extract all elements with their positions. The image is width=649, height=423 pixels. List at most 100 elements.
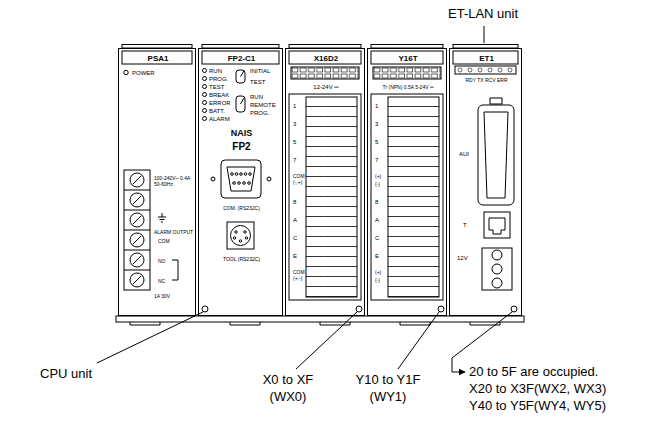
unit-dot	[356, 306, 362, 312]
pin	[233, 237, 235, 239]
unit-marking: 3	[375, 121, 378, 128]
unit-name: PSA1	[127, 54, 189, 64]
unit-marking: TOOL (RS232C)	[207, 256, 277, 262]
connector-clip	[490, 98, 502, 104]
cpu-unit: FP2-C1RUNPROG.TESTBREAKERRORBATT.ALARMIN…	[198, 48, 283, 316]
unit-marking: 8	[375, 199, 378, 206]
unit-marking: (+)	[375, 269, 381, 275]
power-led	[124, 70, 128, 74]
pin	[235, 231, 237, 233]
unit-marking: 100-240V~ 0.4A 50-60Hz	[154, 175, 195, 187]
unit-marking: RDY TX RCV ERR	[455, 77, 519, 83]
unit-marking: NC	[158, 278, 165, 284]
unit-marking: (+)	[375, 173, 381, 179]
mount-screw	[267, 177, 271, 181]
unit-marking: A	[293, 217, 297, 224]
unit-marking: Tr (NPN) 0.5A 5-24V ═	[370, 84, 446, 90]
unit-header	[122, 51, 192, 64]
input-unit: X16D212-24V ═1357COM (-,+)8ACECOM (+,-)	[285, 48, 365, 316]
terminal-frame	[371, 94, 443, 300]
mount-screw	[211, 177, 215, 181]
unit-name: X16D2	[295, 54, 357, 64]
unit-header	[202, 51, 279, 64]
unit-marking: C	[375, 235, 379, 242]
unit-marking: A	[375, 217, 379, 224]
leader-line	[484, 26, 485, 43]
pin	[244, 173, 247, 176]
unit-marking: NAIS	[212, 128, 272, 139]
leader-line	[97, 312, 203, 363]
aui-shell	[484, 112, 508, 198]
toggle-lever	[241, 98, 245, 104]
address-label: X0 to XF	[246, 372, 330, 388]
screw-slot	[133, 176, 141, 284]
unit-marking: 5	[293, 139, 296, 146]
status-led	[203, 109, 207, 113]
toggle-lever	[241, 71, 245, 77]
unit-marking: C	[293, 235, 297, 242]
unit-marking: BATT.	[209, 108, 225, 115]
unit-marking: (-)	[375, 277, 380, 283]
unit-marking: COM. (RS232C)	[207, 205, 277, 211]
pin	[233, 182, 236, 185]
unit-marking: AUI	[459, 151, 469, 158]
unit-marking: 3	[293, 121, 296, 128]
rack-feet	[130, 322, 500, 325]
alarm-bracket	[172, 260, 178, 280]
led-panel	[373, 67, 441, 79]
toggle-switch	[236, 70, 245, 83]
unit-name: FP2-C1	[207, 54, 277, 64]
unit-marking: POWER	[132, 70, 155, 77]
output-unit: Y16TTr (NPN) 0.5A 5-24V ═1357(+)(-)8ACE(…	[367, 48, 447, 316]
unit-marking: COM	[158, 238, 170, 244]
unit-marking: 1	[293, 103, 296, 110]
unit-marking: ALARM OUTPUT	[154, 229, 193, 235]
terminal-screw	[492, 264, 502, 274]
leader-line	[398, 312, 439, 369]
unit-marking: FP2	[212, 141, 272, 153]
unit-marking: 1	[375, 103, 378, 110]
callout-label: ET-LAN unit	[448, 6, 518, 22]
address-label: Y10 to Y1F	[344, 372, 432, 388]
pin	[248, 182, 251, 185]
terminal-divider	[124, 190, 150, 270]
unit-dot	[438, 306, 444, 312]
power-supply-unit: PSA1POWER 100-240V~ 0.4A 50-60HzALARM OUT…	[118, 48, 196, 316]
unit-header	[453, 51, 518, 64]
callout-label: CPU unit	[40, 366, 92, 382]
unit-name: Y16T	[377, 54, 439, 64]
unit-marking: NO	[158, 258, 166, 264]
status-led	[203, 117, 207, 121]
terminal-block	[124, 170, 150, 290]
leader-line	[296, 312, 357, 369]
led-strip	[455, 66, 516, 74]
pin	[243, 182, 246, 185]
db9-shell	[227, 167, 255, 191]
power-terminal	[482, 248, 512, 290]
status-led	[203, 93, 207, 97]
unit-header	[371, 51, 443, 64]
unit-marking: T	[463, 222, 467, 229]
unit-marking: 1A 30V	[154, 293, 170, 299]
rack-drawing	[97, 26, 524, 372]
pin	[240, 173, 243, 176]
unit-marking: 12-24V ═	[291, 84, 361, 91]
unit-dot	[202, 306, 208, 312]
et-lan-unit: ET1RDY TX RCV ERRAUIT12V	[449, 48, 522, 316]
terminal-connector	[306, 97, 357, 297]
note-label: 20 to 5F are occupied.	[469, 364, 598, 380]
unit-marking: RUN	[250, 94, 263, 101]
mini-din-frame	[227, 222, 254, 249]
unit-marking: TEST	[209, 84, 224, 91]
unit-marking: E	[293, 253, 297, 260]
unit-marking: BREAK	[209, 92, 229, 99]
status-led	[203, 69, 207, 73]
led-panel	[291, 67, 359, 79]
status-led	[203, 101, 207, 105]
unit-marking: E	[375, 253, 379, 260]
unit-marking: TEST	[250, 79, 265, 86]
status-led	[203, 85, 207, 89]
unit-marking: ALARM	[209, 116, 230, 123]
address-label: (WX0)	[246, 389, 330, 405]
unit-marking: 7	[293, 157, 296, 164]
